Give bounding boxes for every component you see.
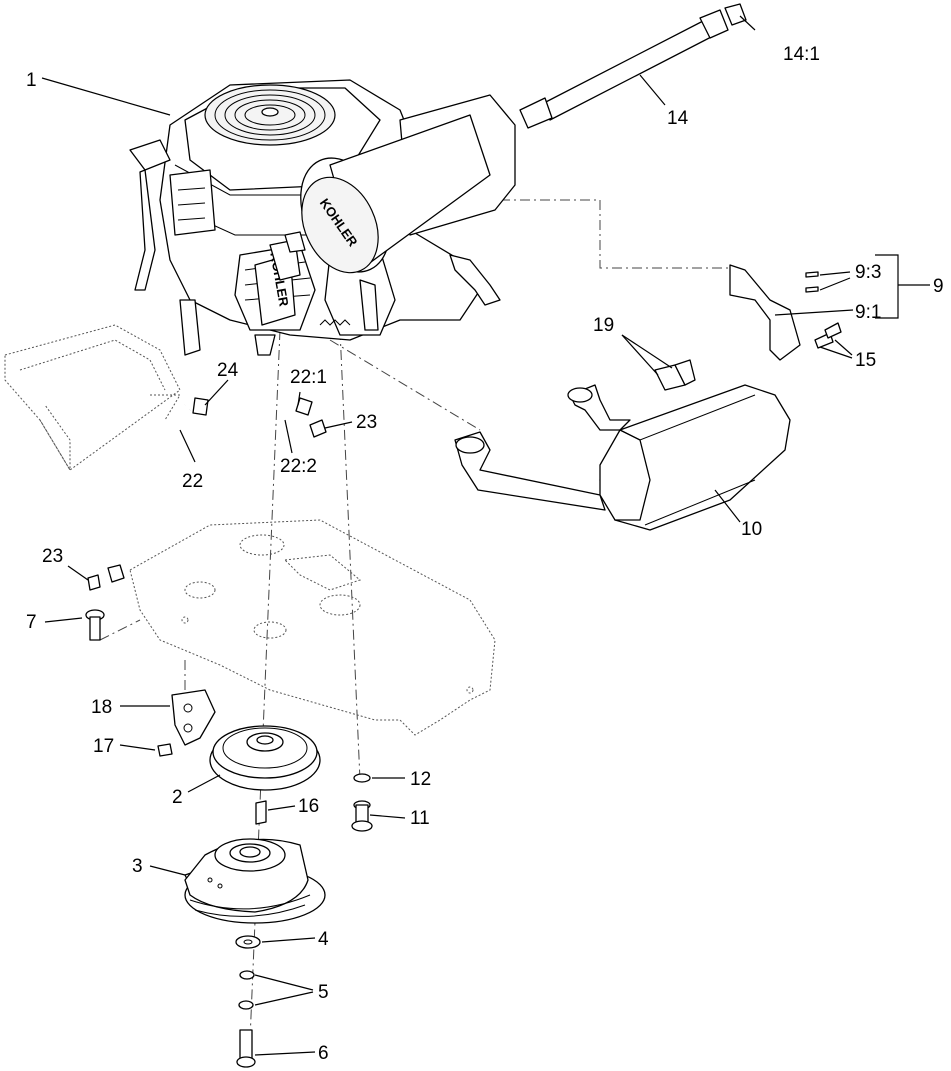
callout-23-upper: 23 (356, 412, 377, 433)
callout-14: 14 (667, 108, 689, 129)
callout-15: 15 (855, 350, 876, 371)
washers-and-bolt (235, 935, 261, 1068)
callout-7: 7 (26, 612, 37, 633)
callout-22: 22 (182, 471, 203, 492)
callout-19: 19 (593, 315, 614, 336)
callout-23-lower: 23 (42, 546, 63, 567)
callout-9-group-box (875, 254, 930, 319)
pto-clutch (184, 838, 326, 924)
bolt-7 (85, 609, 105, 641)
muffler-bracket (729, 264, 842, 361)
callout-2: 2 (172, 787, 183, 808)
callout-17: 17 (93, 736, 114, 757)
callout-9: 9 (933, 276, 944, 297)
callout-22-2: 22:2 (280, 456, 317, 477)
leader-lines (41, 15, 854, 1056)
callout-6: 6 (318, 1043, 329, 1064)
muffler (454, 359, 791, 531)
callout-22-1: 22:1 (290, 367, 327, 388)
ghost-bracket (4, 324, 181, 472)
callout-11: 11 (410, 808, 430, 829)
callout-12: 12 (410, 769, 431, 790)
callout-9-1: 9:1 (855, 302, 881, 323)
exhaust-pipe (519, 3, 747, 129)
pulley (209, 725, 321, 791)
engine-deck-plate (129, 519, 496, 736)
air-cleaner: KOHLER (300, 94, 516, 331)
assembly-lines (99, 185, 736, 1041)
fuel-line (107, 397, 313, 583)
callout-9-3: 9:3 (855, 262, 881, 283)
callout-3: 3 (132, 856, 143, 877)
callout-10: 10 (741, 519, 762, 540)
key-16 (255, 800, 267, 825)
hose-clamps (87, 419, 327, 591)
callout-labels: 1 14:1 14 9:3 9 9:1 15 19 10 24 22:1 23 … (26, 44, 944, 1064)
callout-18: 18 (91, 697, 112, 718)
callout-5: 5 (318, 982, 329, 1003)
callout-4: 4 (318, 929, 329, 950)
callout-1: 1 (26, 70, 37, 91)
washer-bolt-11-12 (351, 773, 373, 832)
bracket-18 (157, 689, 216, 757)
callout-24: 24 (217, 360, 239, 381)
callout-16: 16 (298, 796, 319, 817)
callout-14-1: 14:1 (783, 44, 820, 65)
